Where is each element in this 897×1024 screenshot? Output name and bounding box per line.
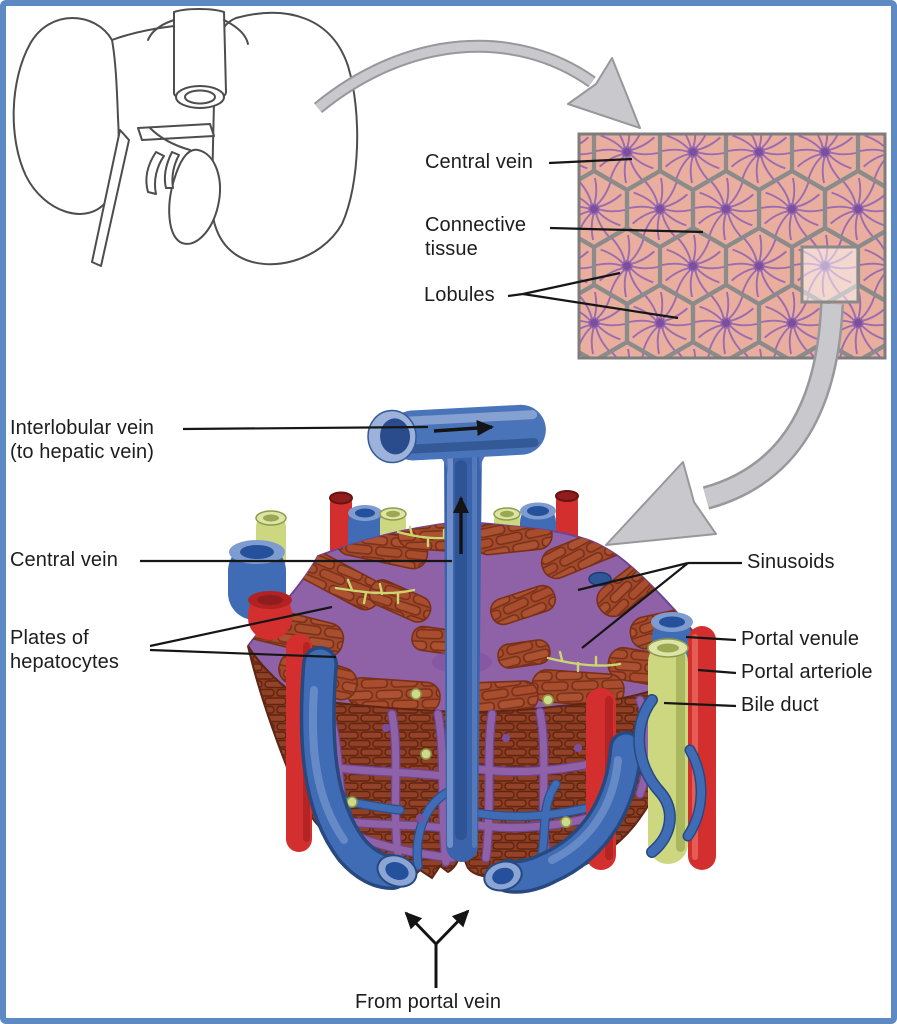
flow-arrow-right — [433, 420, 494, 437]
portal-inflow-arrow — [404, 909, 470, 988]
zoom-arrow-liver-to-inset-icon — [313, 39, 641, 129]
leader-sinusoids — [577, 561, 742, 649]
leader-inset-connective-tissue — [549, 226, 704, 234]
label-sinusoids: Sinusoids — [747, 551, 835, 573]
leader-plates-of-hepatocytes — [149, 605, 337, 659]
label-portal-venule: Portal venule — [741, 628, 860, 650]
portal-vein-branch-right — [483, 731, 643, 894]
portal-vein-branch-left — [299, 646, 418, 890]
leader-portal-arteriole — [697, 668, 737, 675]
portal-triad-right — [633, 612, 716, 870]
label-interlobular-vein: Interlobular vein (to hepatic vein) — [10, 417, 155, 463]
leader-inset-central-vein — [548, 157, 633, 165]
leader-bile-duct — [663, 701, 737, 708]
label-portal-arteriole: Portal arteriole — [741, 661, 873, 683]
leader-interlobular-vein — [182, 425, 429, 431]
duct-cross-sections — [346, 688, 618, 828]
leader-portal-venule — [685, 635, 737, 642]
label-inset-connective-tissue: Connective tissue — [425, 214, 527, 260]
zoom-arrow-inset-to-lobule-icon — [605, 303, 844, 546]
lobule-illustration — [228, 404, 716, 894]
flow-arrows — [433, 420, 494, 554]
label-plates-of-hepatocytes: Plates of hepatocytes — [10, 627, 119, 673]
portal-tubes-left — [228, 510, 292, 640]
central-vein-tube — [444, 446, 482, 862]
label-inset-lobules: Lobules — [424, 284, 495, 306]
leader-inset-lobules — [507, 271, 679, 320]
label-central-vein: Central vein — [10, 549, 118, 571]
liver-outline-drawing — [12, 8, 359, 267]
leader-lines — [140, 157, 742, 708]
label-from-portal-vein: From portal vein — [354, 991, 502, 1013]
portal-venule-branches — [633, 694, 707, 858]
label-bile-duct: Bile duct — [741, 694, 819, 716]
label-inset-central-vein: Central vein — [425, 151, 533, 173]
inset-highlight-square — [800, 245, 860, 304]
